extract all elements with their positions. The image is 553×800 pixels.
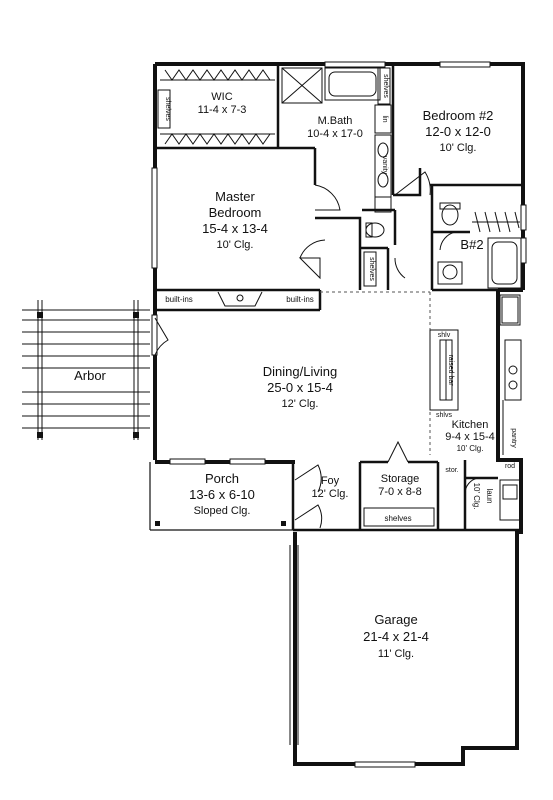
garage-clg: 11' Clg. [378, 648, 414, 660]
garage-door [289, 545, 299, 745]
mbath-name: M.Bath [318, 115, 353, 127]
kitchen-shlv-bottom: shlvs [436, 412, 452, 419]
wic-dims: 11-4 x 7-3 [198, 104, 247, 116]
mbath-shelves-label: shelves [382, 74, 389, 98]
storage-name: Storage [381, 473, 420, 485]
kitchen-name: Kitchen [452, 419, 489, 431]
arbor-name: Arbor [74, 368, 106, 383]
builtins-left-label: built-ins [165, 295, 193, 304]
porch-posts [155, 521, 286, 526]
laundry-clg: 10' Clg. [472, 483, 481, 510]
foyer-clg: 12' Clg. [312, 488, 349, 500]
porch-dims: 13-6 x 6-10 [189, 487, 255, 502]
master-dims: 15-4 x 13-4 [202, 221, 268, 236]
hall-shelves-label: shelves [368, 257, 375, 281]
builtins-fireplace [217, 291, 263, 307]
porch-name: Porch [205, 471, 239, 486]
wic-rod-top [160, 69, 275, 81]
exterior-walls [153, 62, 525, 766]
kitchen-clg: 10' Clg. [457, 444, 484, 453]
storage-shelves-label: shelves [384, 514, 411, 523]
arbor-posts [37, 312, 139, 438]
bedroom2-name: Bedroom #2 [423, 108, 494, 123]
kitchen-dims: 9-4 x 15-4 [445, 431, 495, 443]
windows [151, 61, 527, 768]
master-name-1: Master [215, 189, 255, 204]
storage-dims: 7-0 x 8-8 [378, 486, 421, 498]
wic-name: WIC [211, 91, 232, 103]
foyer-name: Foy [321, 475, 340, 487]
bedroom2-clg: 10' Clg. [440, 142, 477, 154]
bath2-name: B#2 [460, 237, 483, 252]
mbath-vanity-label: vanity [381, 156, 388, 175]
living-clg: 12' Clg. [282, 398, 319, 410]
wic-shelf-box [157, 89, 171, 129]
kitchen-pantry-label: pantry [510, 428, 517, 448]
master-clg: 10' Clg. [217, 239, 254, 251]
bedroom2-closet-rod [472, 211, 520, 233]
porch-clg: Sloped Clg. [194, 505, 251, 517]
wic-rod-bottom [160, 133, 275, 145]
doors [154, 171, 479, 529]
mbath-dims: 10-4 x 17-0 [307, 128, 363, 140]
kitchen-shlv-top: shlv [438, 332, 451, 339]
kitchen-bar-label: raised bar [447, 354, 454, 386]
laundry-name: laun [485, 488, 494, 503]
master-name-2: Bedroom [209, 205, 262, 220]
builtins-right-label: built-ins [286, 295, 314, 304]
arbor-structure [22, 300, 150, 440]
laundry-rod-label: rod [505, 463, 515, 470]
mbath-lin-label: lin [381, 115, 388, 122]
interior-walls [155, 66, 523, 532]
kitchen-fixtures [429, 294, 522, 521]
bedroom2-dims: 12-0 x 12-0 [425, 124, 491, 139]
mbath-fixtures [281, 67, 392, 287]
laundry-stor-label: stor. [445, 467, 458, 474]
bath2-fixtures [437, 202, 522, 289]
dashed-openings [320, 291, 431, 455]
storage-shelves [363, 507, 435, 527]
living-dims: 25-0 x 15-4 [267, 380, 333, 395]
wic-shelves-label: shelves [164, 97, 171, 121]
garage-name: Garage [374, 612, 417, 627]
garage-dims: 21-4 x 21-4 [363, 629, 429, 644]
living-name: Dining/Living [263, 364, 337, 379]
